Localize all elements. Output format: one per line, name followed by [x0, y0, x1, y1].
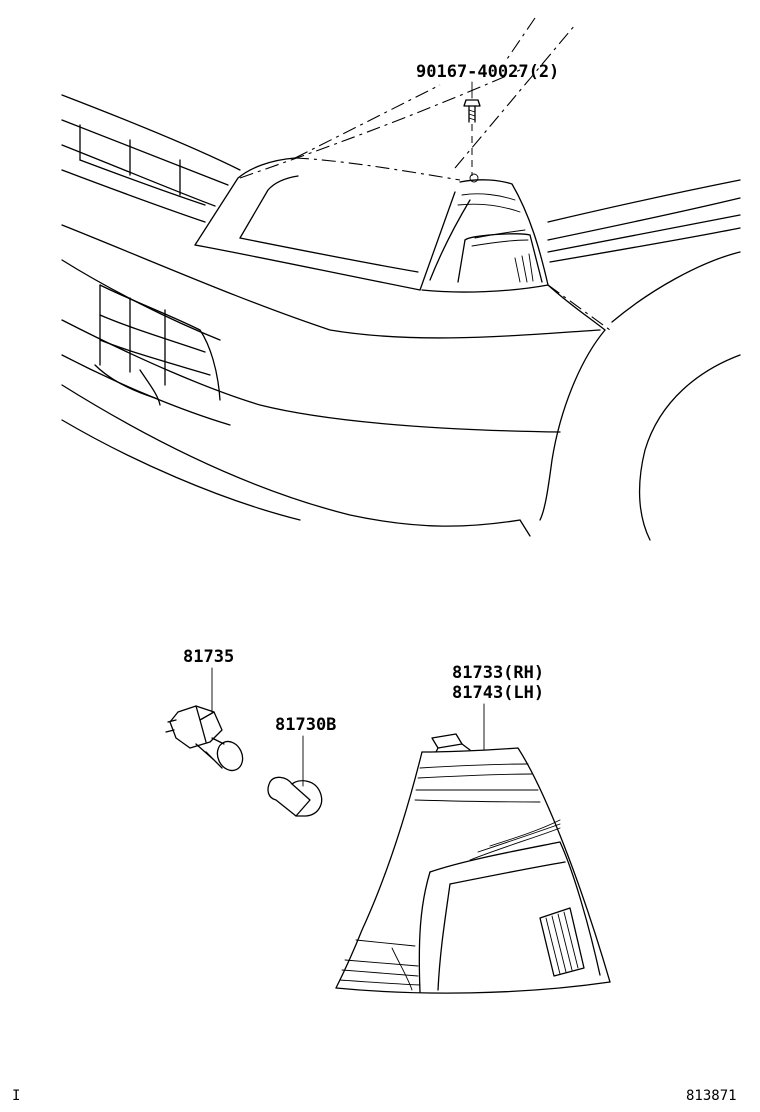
lamp-rh-part-number[interactable]: 81733(RH): [452, 663, 544, 683]
diagram-code: 813871: [686, 1088, 737, 1104]
corner-lamp-assembly-icon: [335, 733, 611, 994]
screw-part-number[interactable]: 90167-40027(2): [416, 62, 559, 82]
lamp-lh-part-number[interactable]: 81743(LH): [452, 683, 544, 703]
bulb-part-number[interactable]: 81730B: [275, 715, 336, 735]
socket-part-number[interactable]: 81735: [183, 647, 234, 667]
footer-left-mark: I: [12, 1088, 20, 1104]
bulb-socket-icon: [165, 705, 244, 772]
screw-icon: [463, 81, 481, 176]
car-front-corner-illustration: [61, 17, 741, 541]
bulb-icon: [267, 776, 323, 817]
